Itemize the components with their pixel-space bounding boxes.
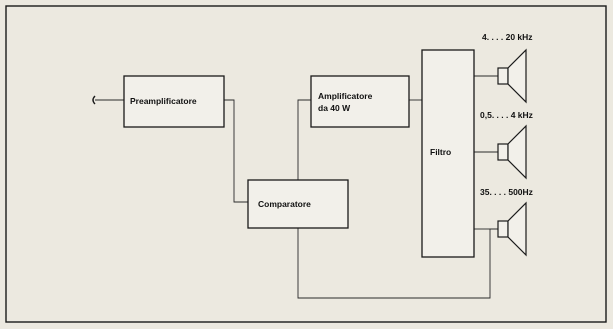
amplifier-block: Amplificatore da 40 W [310,75,410,128]
wire-preamp-comparator [224,99,248,203]
amplifier-label-line2: da 40 W [318,103,351,113]
wire-comparator-amplifier [297,99,311,180]
comparator-block: Comparatore [247,179,349,229]
speaker-midrange: 0,5. . . . 4 kHz [480,110,533,180]
input-jack-icon [92,95,96,105]
preamp-label: Preamplificatore [130,96,197,106]
speaker-range-label: 0,5. . . . 4 kHz [480,110,533,120]
speaker-range-label: 4. . . . 20 kHz [482,32,533,42]
filter-block: Filtro [421,49,475,258]
connection-wires [95,75,498,299]
diagram-frame [5,5,607,323]
speaker-range-label: 35. . . . 500Hz [480,187,533,197]
comparator-label: Comparatore [258,199,311,209]
speaker-icon [497,201,527,257]
speaker-icon [497,48,527,104]
speaker-icon [497,124,527,180]
wire-feedback-comparator [297,228,498,299]
amplifier-label-line1: Amplificatore [318,91,373,101]
preamp-block: Preamplificatore [123,75,225,128]
speaker-woofer: 35. . . . 500Hz [480,187,533,257]
speaker-tweeter: 4. . . . 20 kHz [482,32,533,104]
filter-label: Filtro [430,147,451,157]
